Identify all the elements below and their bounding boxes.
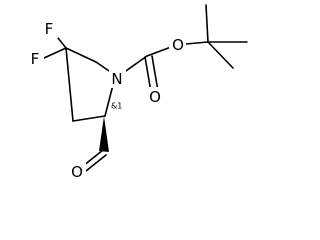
atom-fluorine-1: F <box>45 20 54 38</box>
atom-oxygen-aldehyde: O <box>71 163 83 181</box>
bond-aldehyde-c-double-2 <box>85 154 107 172</box>
bond-carbonyl-double-1 <box>144 56 152 93</box>
bond-carbonyl-double-2 <box>151 55 159 92</box>
atom-oxygen-carbonyl: O <box>149 88 161 106</box>
atom-fluorine-2: F <box>31 50 40 68</box>
bond-c2-c3 <box>72 115 106 122</box>
bond-c3-c4 <box>65 47 74 122</box>
bond-tbu-methyl-top <box>205 4 209 43</box>
stereo-descriptor-label: &1 <box>111 102 122 111</box>
bond-carbonyl-o-ester <box>146 46 172 57</box>
bond-o-ester-tbu <box>185 41 209 45</box>
atom-labels: F F N O O O &1 <box>28 20 186 181</box>
atom-nitrogen: N <box>111 70 122 88</box>
bonds <box>43 4 248 172</box>
atom-oxygen-ester: O <box>172 36 184 54</box>
bond-c4-c5 <box>65 47 97 63</box>
bond-n-c2 <box>104 84 114 117</box>
molecule-structure: F F N O O O &1 <box>28 4 248 181</box>
bond-c4-f2 <box>43 47 67 59</box>
bond-n-c-carbonyl <box>122 55 148 74</box>
bond-aldehyde-c-double-1 <box>82 149 104 167</box>
stereo-wedge-bond <box>99 116 109 152</box>
bond-tbu-methyl-bottom <box>207 41 234 69</box>
